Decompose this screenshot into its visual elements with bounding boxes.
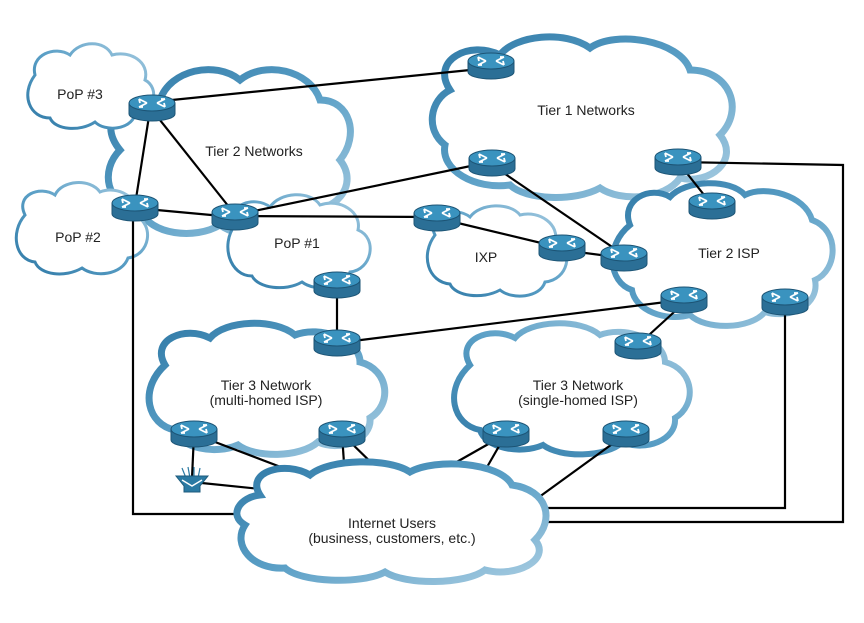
cloud-label-tier3-single-1: Tier 3 Network: [533, 377, 625, 393]
router-tier2isp-bottom[interactable]: [660, 286, 708, 314]
router-pop1[interactable]: [211, 203, 259, 231]
link-pop1-tier1: [234, 160, 491, 217]
router-tier3m-right[interactable]: [318, 420, 366, 448]
link-tier2isp-users: [545, 305, 787, 510]
router-tier2isp-top[interactable]: [688, 192, 736, 220]
router-tier2isp-left[interactable]: [600, 244, 648, 272]
cloud-pop1: [226, 193, 372, 290]
cloud-label-ixp: IXP: [475, 249, 498, 265]
router-tier1-left[interactable]: [468, 149, 516, 177]
cloud-label-tier3-multi-2: (multi-homed ISP): [210, 392, 323, 408]
link-tier1-tier2isp: [491, 164, 625, 256]
router-pop3[interactable]: [128, 94, 176, 122]
link-pop3-tier1: [151, 66, 491, 104]
cloud-label-tier2-networks: Tier 2 Networks: [205, 143, 303, 159]
link-tier1-users: [545, 160, 845, 524]
cloud-label-pop3: PoP #3: [57, 86, 103, 102]
router-ixp-left[interactable]: [413, 204, 461, 232]
router-tier1-top[interactable]: [467, 52, 515, 80]
router-tier3m-top[interactable]: [313, 329, 361, 357]
link-pop2-users: [131, 210, 245, 516]
cloud-internet-users: [233, 458, 550, 585]
cloud-label-internet-users-1: Internet Users: [348, 515, 436, 531]
cloud-label-tier3-single-2: (single-homed ISP): [518, 392, 638, 408]
router-tier1-right[interactable]: [654, 148, 702, 176]
router-ixp-right[interactable]: [538, 234, 586, 262]
cloud-label-internet-users-2: (business, customers, etc.): [308, 530, 475, 546]
cloud-label-pop1: PoP #1: [274, 235, 320, 251]
cloud-ixp: [425, 204, 569, 298]
cloud-label-tier1: Tier 1 Networks: [537, 102, 635, 118]
multilayer-switch-icon[interactable]: [174, 466, 210, 493]
link-pop1-ixp: [234, 214, 438, 219]
link-tier3m-tier2isp: [336, 298, 683, 345]
cloud-label-pop2: PoP #2: [55, 229, 101, 245]
router-tier3s-right[interactable]: [602, 420, 650, 448]
cloud-label-tier3-multi-1: Tier 3 Network: [221, 377, 313, 393]
router-tier3s-left[interactable]: [482, 420, 530, 448]
router-tier3s-top[interactable]: [614, 332, 662, 360]
router-tier3m-left[interactable]: [170, 420, 218, 448]
router-pop1-down[interactable]: [313, 271, 361, 299]
link-pop3-pop2: [133, 109, 152, 206]
router-pop2[interactable]: [111, 194, 159, 222]
cloud-label-tier2-isp: Tier 2 ISP: [698, 245, 760, 261]
link-pop3-pop1: [151, 109, 234, 213]
router-tier2isp-right[interactable]: [761, 288, 809, 316]
